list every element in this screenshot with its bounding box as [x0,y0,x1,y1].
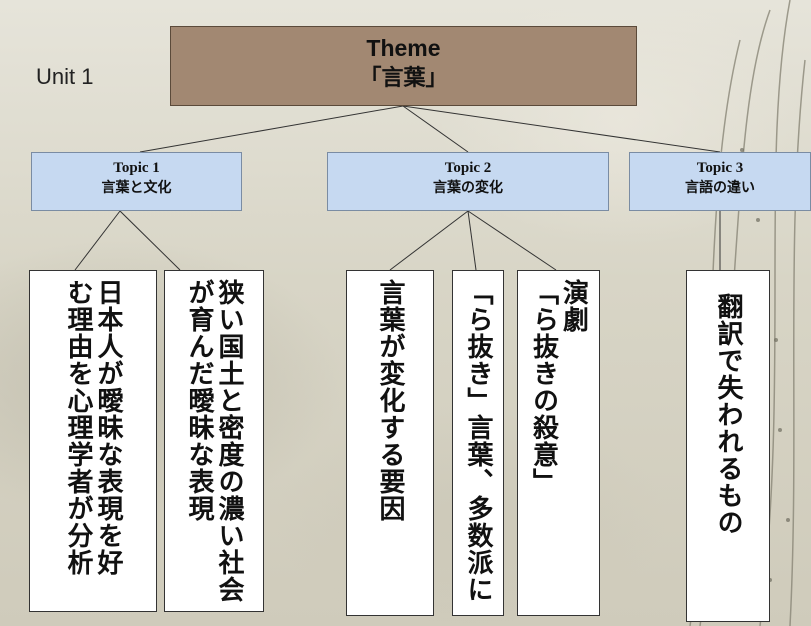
card-topic2-3: 演劇 「ら抜きの殺意」 [517,270,600,616]
topic-2-label: Topic 2 [444,160,492,176]
topic-3-label: Topic 3 [696,160,744,176]
topic-2-box: Topic 2 言葉の変化 [327,152,609,211]
card-topic1-1: 日本人が曖昧な表現を好 む理由を心理学者が分析 [29,270,157,612]
connector-theme-topic2 [402,105,469,153]
connector-theme-topic1 [139,105,404,153]
topic-3-name: 言語の違い [685,180,755,196]
connector-topic1-card2 [119,210,181,271]
card-topic1-2: 狭い国土と密度の濃い社会 が育んだ曖昧な表現 [164,270,264,612]
connector-topic2-card4 [467,210,477,271]
card-text-line: 言葉が変化する要因 [375,279,405,522]
card-text-line: む理由を心理学者が分析 [63,279,93,576]
connector-topic2-card3 [389,210,469,271]
topic-1-name: 言葉と文化 [101,180,172,196]
card-text-line: が育んだ曖昧な表現 [184,279,214,522]
connector-theme-topic3 [402,105,721,153]
topic-1-label: Topic 1 [113,160,160,176]
card-topic2-2: 「ら抜き」言葉、多数派に [452,270,504,616]
theme-title: Theme [366,35,441,61]
card-text-line: 「ら抜きの殺意」 [528,279,559,495]
card-topic3-1: 翻訳で失われるもの [686,270,770,622]
theme-subtitle: 「言葉」 [359,65,448,90]
topic-2-name: 言葉の変化 [433,180,503,196]
card-text-line: 日本人が曖昧な表現を好 [93,279,123,576]
connector-topic2-card5 [467,210,557,271]
card-text-line: 演劇 [558,279,589,333]
card-text-line: 狭い国土と密度の濃い社会 [214,279,244,603]
topic-1-box: Topic 1 言葉と文化 [31,152,242,211]
connector-topic1-card1 [74,210,121,271]
unit-label: Unit 1 [36,64,94,89]
card-topic2-1: 言葉が変化する要因 [346,270,434,616]
topic-3-box: Topic 3 言語の違い [629,152,811,211]
theme-box: Theme 「言葉」 [170,26,637,106]
card-text-line: 「ら抜き」言葉、多数派に [463,279,493,603]
card-text-line: 翻訳で失われるもの [713,293,743,536]
